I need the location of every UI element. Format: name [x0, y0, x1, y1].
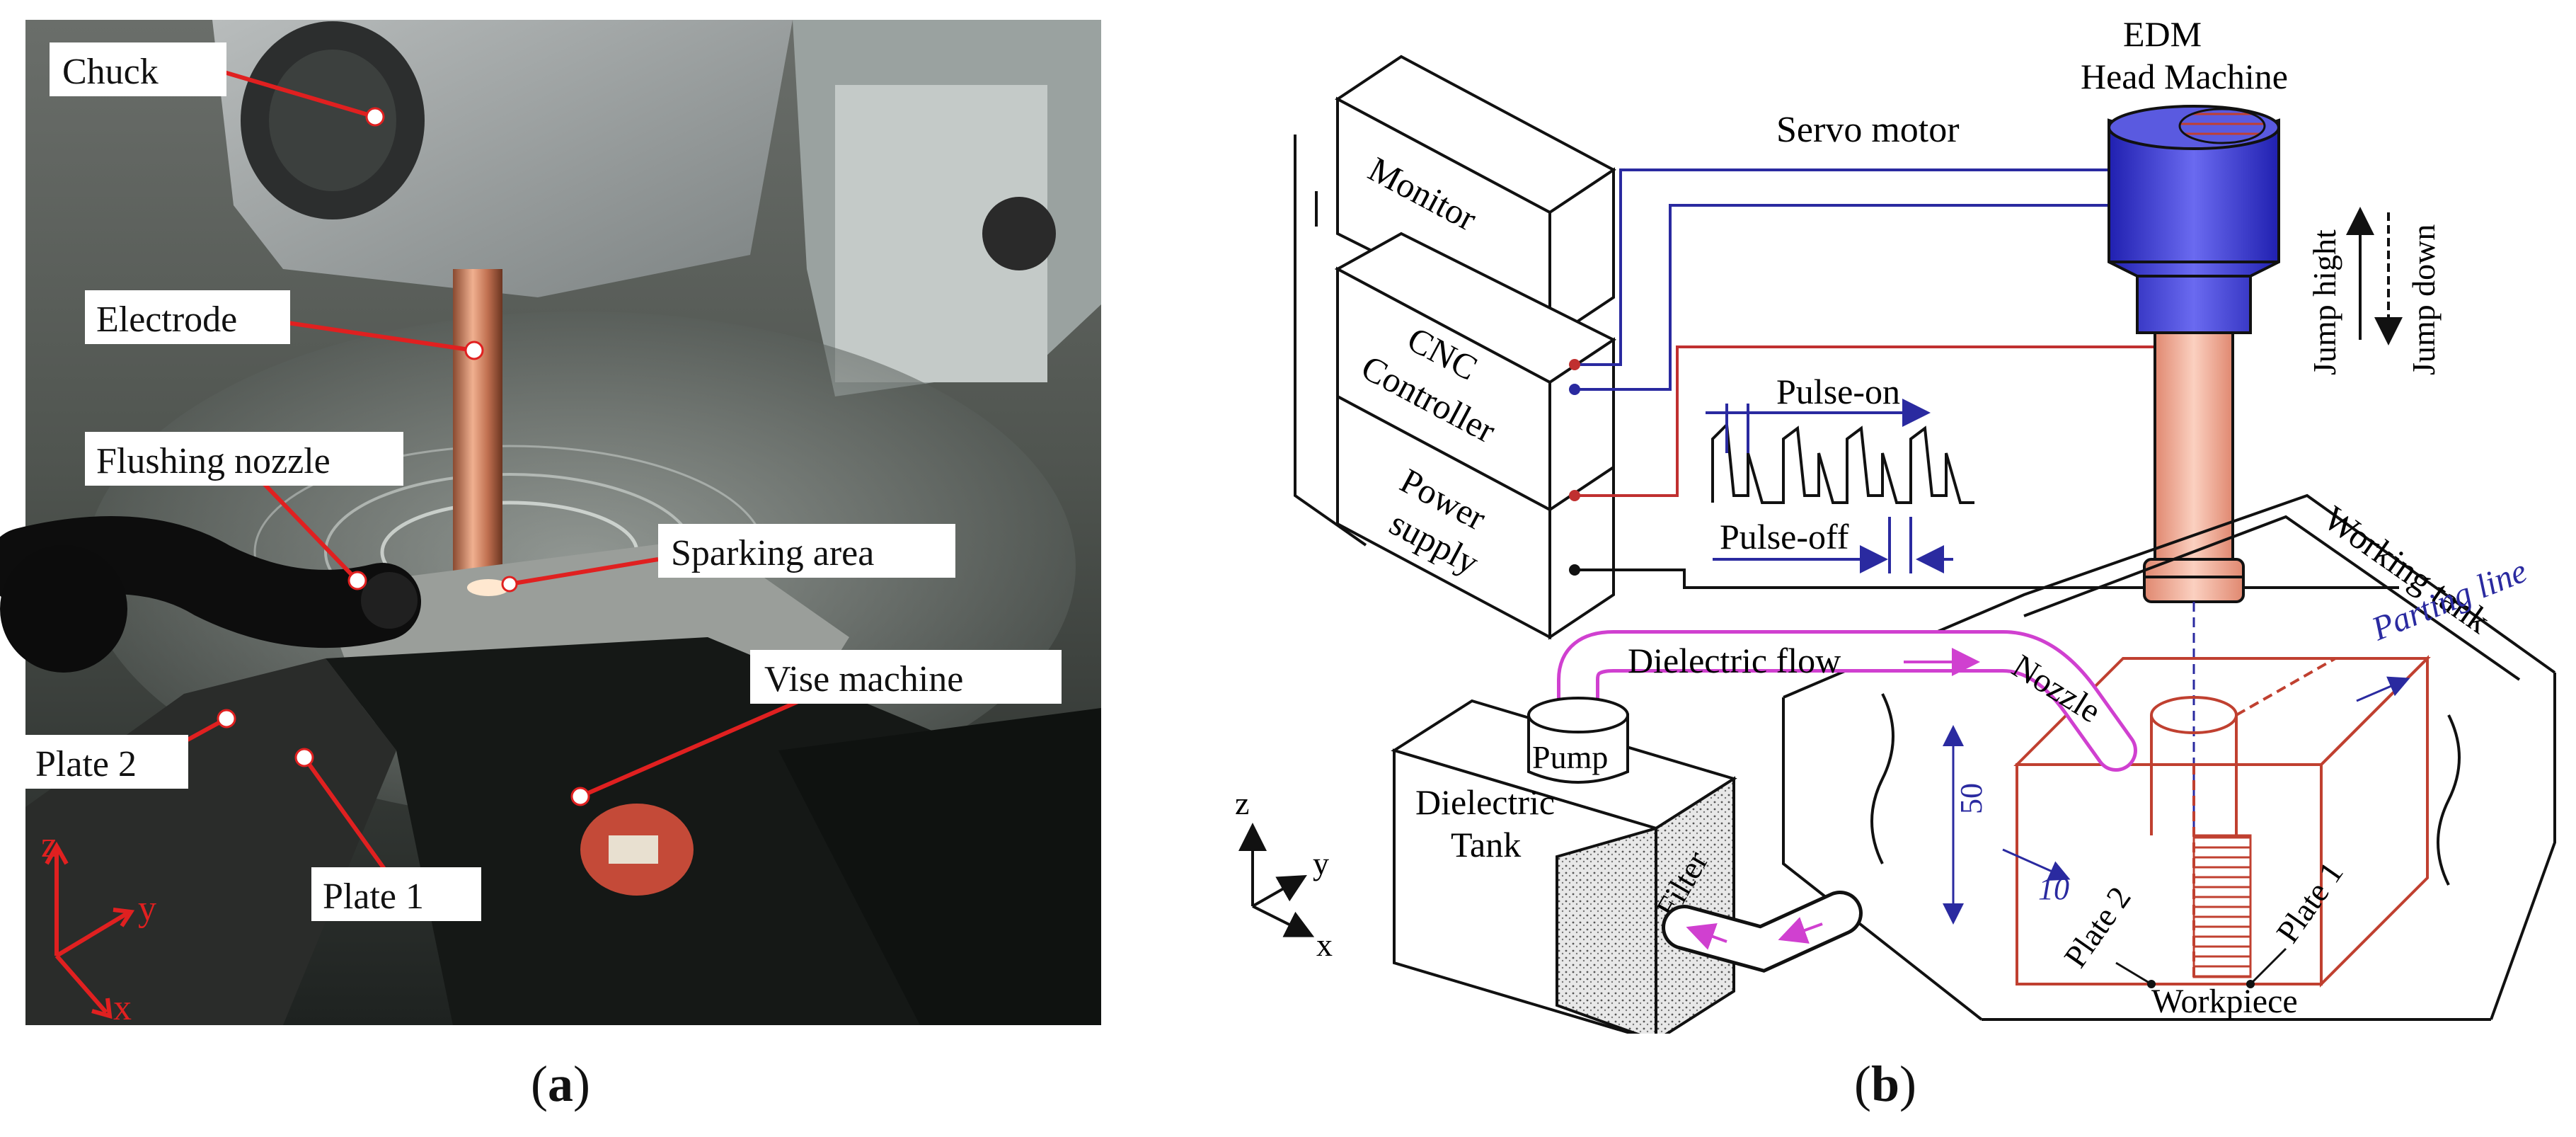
pump — [1527, 697, 1629, 784]
dielectric-pipe — [1557, 630, 2137, 772]
label-plate-1: Plate 1 — [311, 867, 481, 921]
edm-electrode — [2143, 331, 2245, 603]
svg-text:Plate 1: Plate 1 — [323, 876, 424, 917]
power-wire — [1575, 345, 2166, 497]
pulse-dimension-lines — [1706, 399, 1953, 573]
schematic-axis-z: z — [1235, 785, 1249, 821]
jump-hight-label: Jump hight — [2306, 229, 2342, 375]
svg-text:Chuck: Chuck — [62, 52, 159, 92]
edm-title-line1: EDM — [2123, 14, 2202, 54]
supply-label: supply — [1384, 503, 1485, 582]
pump-label: Pump — [1532, 739, 1608, 775]
wire-terminals — [1569, 359, 1580, 576]
jump-arrows — [2346, 207, 2403, 345]
ground-wire — [1575, 568, 2399, 589]
caption-b: (b) — [1854, 1056, 1917, 1112]
servo-motor-label: Servo motor — [1776, 110, 1960, 150]
svg-text:Flushing nozzle: Flushing nozzle — [96, 441, 330, 481]
schematic-axes — [1238, 823, 1315, 937]
dim-50-label: 50 — [1954, 783, 1989, 814]
dielectric-label: Dielectric — [1415, 782, 1555, 822]
edm-title-line2: Head Machine — [2081, 57, 2288, 96]
workpiece-label: Workpiece — [2151, 983, 2298, 1020]
schematic-axis-x: x — [1316, 927, 1333, 963]
plate-1-label: Plate 1 — [2269, 855, 2350, 949]
dielectric-tank — [1391, 699, 1737, 1034]
annotation-lines — [186, 69, 801, 872]
dim-10-label: 10 — [2038, 872, 2069, 906]
label-flushing-nozzle: Flushing nozzle — [85, 432, 403, 486]
label-vise-machine: Vise machine — [750, 650, 1062, 704]
photo-axes — [45, 841, 135, 1019]
pulse-off-label: Pulse-off — [1720, 517, 1849, 556]
monitor-label: Monitor — [1362, 149, 1483, 239]
photo-axis-x: x — [113, 988, 132, 1028]
servo-wires — [1575, 168, 2116, 391]
annotation-dots — [217, 107, 590, 806]
label-electrode: Electrode — [85, 290, 290, 344]
pulse-waveform — [1711, 421, 1974, 504]
svg-text:Electrode: Electrode — [96, 299, 237, 340]
filter-label: Filter — [1648, 845, 1715, 924]
tank-label: Tank — [1451, 825, 1521, 864]
schematic-axis-y: y — [1313, 845, 1329, 881]
jump-down-label: Jump down — [2405, 224, 2442, 375]
svg-text:Plate 2: Plate 2 — [35, 744, 137, 784]
pulse-on-label: Pulse-on — [1776, 372, 1900, 411]
dielectric-flow-label: Dielectric flow — [1628, 641, 1841, 680]
label-plate-2: Plate 2 — [25, 735, 188, 789]
parting-line-label: Parting line — [2366, 552, 2532, 649]
power-label: Power — [1394, 460, 1493, 538]
plate-2-label: Plate 2 — [2057, 880, 2137, 974]
photo-axis-y: y — [138, 889, 156, 929]
workpiece-leaders — [2115, 947, 2287, 985]
svg-text:Vise machine: Vise machine — [764, 659, 963, 699]
panel-a-photo: Chuck Electrode Flushing nozzle Sparking… — [0, 20, 1101, 1028]
cnc-label: CNC — [1401, 319, 1484, 388]
workpiece — [2013, 655, 2431, 988]
return-arrow-2 — [1686, 923, 1727, 950]
workpiece-dimensions — [1943, 676, 2410, 925]
working-tank — [1782, 493, 2556, 1021]
return-pipe — [1662, 891, 1863, 973]
label-sparking-area: Sparking area — [658, 524, 955, 578]
svg-text:Sparking area: Sparking area — [671, 533, 874, 573]
controller-stack — [1294, 55, 1616, 640]
return-arrow-1 — [1778, 917, 1823, 944]
working-tank-label: Working tank — [2317, 498, 2497, 641]
edm-head — [2108, 105, 2280, 334]
photo-axis-z: z — [41, 825, 57, 865]
nozzle-label: Nozzle — [2006, 647, 2107, 730]
caption-a: (a) — [531, 1056, 590, 1112]
workpiece-hatch — [2192, 834, 2252, 978]
label-chuck: Chuck — [50, 42, 226, 96]
controller-label: Controller — [1355, 347, 1502, 450]
